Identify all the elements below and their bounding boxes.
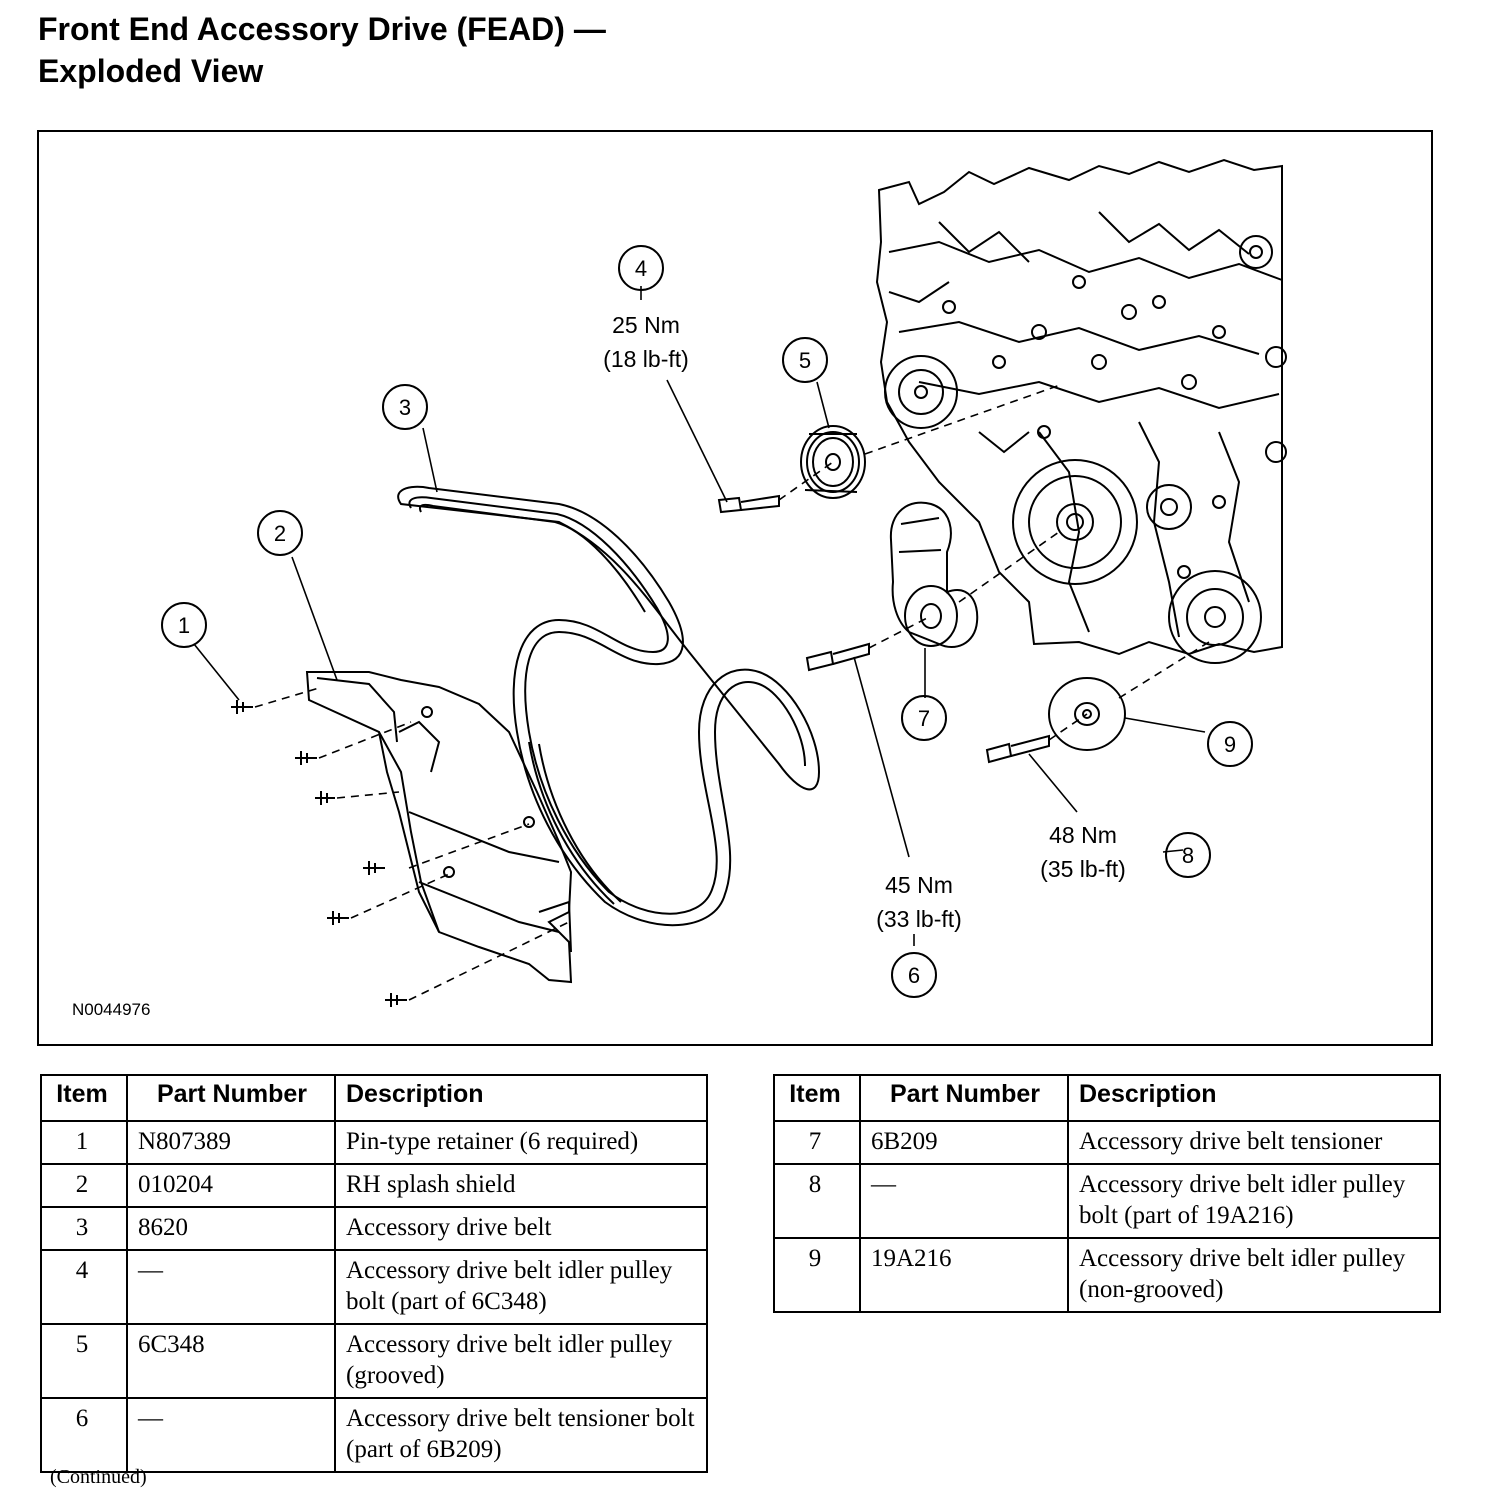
callout-number-9: 9 — [1224, 732, 1236, 757]
table-row: 5 6C348 Accessory drive belt idler pulle… — [40, 1323, 708, 1399]
cell-part-number: N807389 — [126, 1120, 336, 1165]
accessory-drive-belt — [397, 485, 821, 927]
cell-item: 7 — [773, 1120, 861, 1165]
cell-description: Accessory drive belt tensioner — [1067, 1120, 1441, 1165]
torque-4-nm: 25 Nm — [612, 312, 680, 338]
callout-number-2: 2 — [274, 521, 286, 546]
cell-item: 9 — [773, 1237, 861, 1313]
header-description: Description — [334, 1074, 708, 1122]
cell-part-number: — — [859, 1163, 1069, 1239]
cell-item: 1 — [40, 1120, 128, 1165]
table-header-row: Item Part Number Description — [773, 1074, 1441, 1122]
torque-4-lbft: (18 lb-ft) — [603, 346, 689, 372]
callout-circle-9 — [1207, 721, 1253, 767]
table-row: 2 010204 RH splash shield — [40, 1163, 708, 1208]
cell-item: 2 — [40, 1163, 128, 1208]
cell-description: Accessory drive belt — [334, 1206, 708, 1251]
table-row: 4 — Accessory drive belt idler pulley bo… — [40, 1249, 708, 1325]
continued-note: (Continued) — [50, 1466, 147, 1488]
header-part-number: Part Number — [859, 1074, 1069, 1122]
torque-8-lbft: (35 lb-ft) — [1040, 856, 1126, 882]
header-part-number: Part Number — [126, 1074, 336, 1122]
table-header-row: Item Part Number Description — [40, 1074, 708, 1122]
callout-circle-6 — [891, 952, 937, 998]
table-row: 8 — Accessory drive belt idler pulley bo… — [773, 1163, 1441, 1239]
table-row: 1 N807389 Pin-type retainer (6 required) — [40, 1120, 708, 1165]
page-title: Front End Accessory Drive (FEAD) — Explo… — [38, 8, 606, 92]
table-row: 6 — Accessory drive belt tensioner bolt … — [40, 1397, 708, 1473]
header-item: Item — [40, 1074, 128, 1122]
cell-part-number: 8620 — [126, 1206, 336, 1251]
diagram-drawing: 1 2 3 4 5 6 7 8 9 25 Nm (18 lb-ft) 45 Nm… — [72, 158, 1287, 1019]
cell-description: Accessory drive belt idler pulley bolt (… — [1067, 1163, 1441, 1239]
figure-id: N0044976 — [72, 1000, 150, 1019]
splash-shield — [305, 671, 573, 984]
cell-item: 6 — [40, 1397, 128, 1473]
cell-description: Accessory drive belt idler pulley (non-g… — [1067, 1237, 1441, 1313]
callout-number-4: 4 — [635, 256, 647, 281]
header-item: Item — [773, 1074, 861, 1122]
cell-description: RH splash shield — [334, 1163, 708, 1208]
cell-description: Accessory drive belt tensioner bolt (par… — [334, 1397, 708, 1473]
cell-item: 8 — [773, 1163, 861, 1239]
header-description: Description — [1067, 1074, 1441, 1122]
torque-6-nm: 45 Nm — [885, 872, 953, 898]
page-title-line-1: Front End Accessory Drive (FEAD) — — [38, 11, 606, 47]
callout-number-7: 7 — [918, 706, 930, 731]
cell-part-number: 6B209 — [859, 1120, 1069, 1165]
callout-circle-3 — [382, 384, 428, 430]
callout-circle-2 — [257, 510, 303, 556]
cell-item: 3 — [40, 1206, 128, 1251]
callout-number-8: 8 — [1182, 843, 1194, 868]
callout-circle-7 — [901, 695, 947, 741]
cell-item: 4 — [40, 1249, 128, 1325]
pin-retainers — [231, 700, 407, 1007]
parts-table-right: Item Part Number Description 7 6B209 Acc… — [773, 1074, 1441, 1313]
callout-circle-4 — [618, 245, 664, 291]
grooved-idler-pulley — [800, 425, 866, 499]
cell-part-number: 6C348 — [126, 1323, 336, 1399]
parts-table-left: Item Part Number Description 1 N807389 P… — [40, 1074, 708, 1473]
callout-number-5: 5 — [799, 348, 811, 373]
torque-6-lbft: (33 lb-ft) — [876, 906, 962, 932]
callout-circles — [161, 245, 1253, 998]
callout-circle-8 — [1165, 832, 1211, 878]
leader-lines — [193, 286, 1206, 946]
page-title-line-2: Exploded View — [38, 53, 264, 89]
cell-description: Accessory drive belt idler pulley (groov… — [334, 1323, 708, 1399]
cell-part-number: — — [126, 1397, 336, 1473]
non-grooved-idler-pulley — [1048, 677, 1126, 751]
cell-description: Pin-type retainer (6 required) — [334, 1120, 708, 1165]
bolts — [717, 494, 1050, 764]
table-row: 7 6B209 Accessory drive belt tensioner — [773, 1120, 1441, 1165]
engine-block — [875, 158, 1287, 664]
assembly-lines — [254, 383, 1210, 1001]
cell-item: 5 — [40, 1323, 128, 1399]
exploded-view-diagram: 1 2 3 4 5 6 7 8 9 25 Nm (18 lb-ft) 45 Nm… — [37, 130, 1433, 1046]
table-row: 9 19A216 Accessory drive belt idler pull… — [773, 1237, 1441, 1313]
callout-circle-1 — [161, 602, 207, 648]
cell-part-number: 010204 — [126, 1163, 336, 1208]
cell-description: Accessory drive belt idler pulley bolt (… — [334, 1249, 708, 1325]
belt-tensioner — [889, 501, 979, 649]
cell-part-number: 19A216 — [859, 1237, 1069, 1313]
cell-part-number: — — [126, 1249, 336, 1325]
callout-circle-5 — [782, 337, 828, 383]
callout-number-1: 1 — [178, 613, 190, 638]
callout-number-6: 6 — [908, 963, 920, 988]
table-row: 3 8620 Accessory drive belt — [40, 1206, 708, 1251]
torque-8-nm: 48 Nm — [1049, 822, 1117, 848]
callout-number-3: 3 — [399, 395, 411, 420]
